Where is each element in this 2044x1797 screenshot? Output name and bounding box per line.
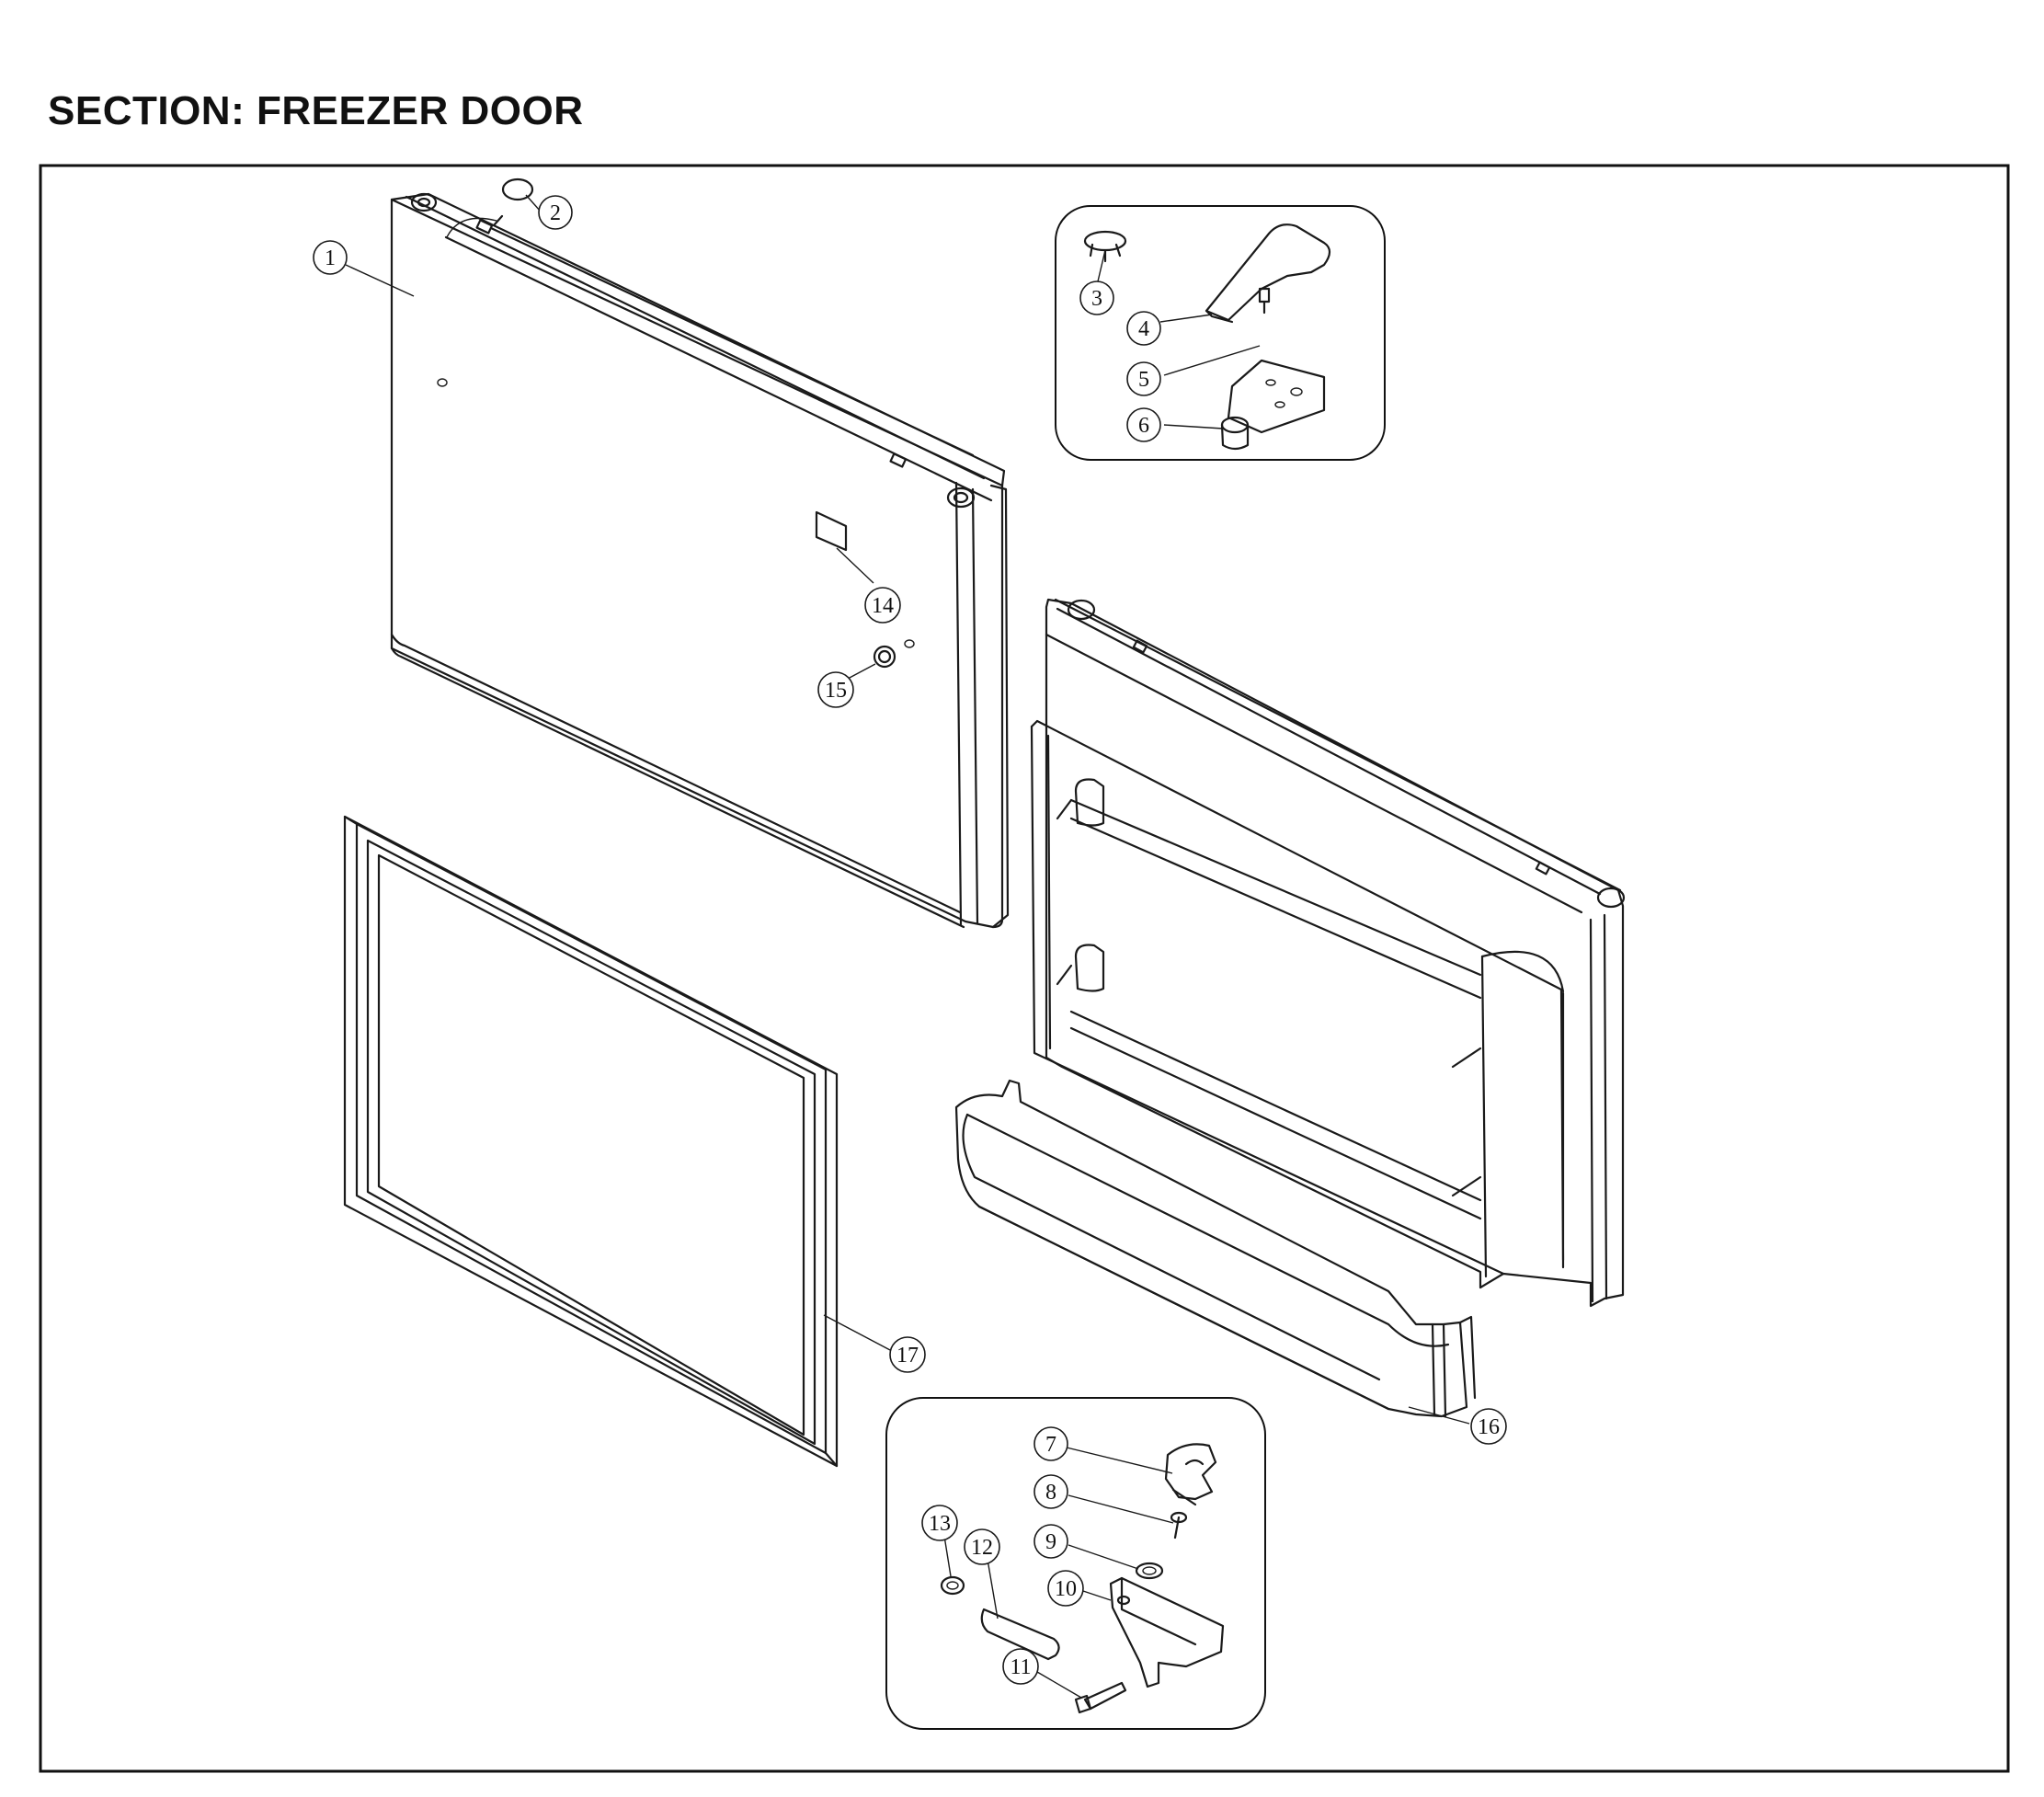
svg-text:8: 8 bbox=[1045, 1481, 1056, 1505]
inset-hinge-bottom bbox=[885, 1397, 1266, 1730]
svg-text:5: 5 bbox=[1138, 368, 1149, 392]
callout-8: 8 bbox=[1033, 1474, 1068, 1509]
svg-text:10: 10 bbox=[1055, 1577, 1077, 1601]
svg-text:17: 17 bbox=[896, 1344, 919, 1368]
svg-text:12: 12 bbox=[971, 1536, 993, 1560]
callout-7: 7 bbox=[1033, 1426, 1068, 1461]
section-title: SECTION: FREEZER DOOR bbox=[48, 88, 584, 133]
callout-3: 3 bbox=[1079, 280, 1114, 315]
callout-9: 9 bbox=[1033, 1524, 1068, 1559]
svg-text:15: 15 bbox=[825, 679, 847, 703]
callout-5: 5 bbox=[1126, 361, 1161, 396]
diagram-frame bbox=[39, 164, 2010, 1773]
callout-6: 6 bbox=[1126, 407, 1161, 442]
svg-text:14: 14 bbox=[872, 594, 894, 618]
svg-text:4: 4 bbox=[1138, 317, 1149, 341]
svg-text:1: 1 bbox=[325, 246, 336, 270]
leader-lines bbox=[345, 194, 1470, 1699]
part-door-outer-panel bbox=[390, 192, 1010, 929]
part-inner-door-liner bbox=[1030, 598, 1626, 1308]
callout-14: 14 bbox=[864, 587, 901, 624]
callout-4: 4 bbox=[1126, 311, 1161, 346]
callout-13: 13 bbox=[921, 1505, 958, 1541]
callout-10: 10 bbox=[1047, 1570, 1084, 1607]
svg-text:3: 3 bbox=[1091, 287, 1102, 311]
inset-hinge-top bbox=[1055, 205, 1386, 461]
callout-1: 1 bbox=[313, 240, 348, 275]
part-door-gasket bbox=[343, 815, 839, 1468]
svg-text:2: 2 bbox=[550, 201, 561, 225]
svg-text:9: 9 bbox=[1045, 1530, 1056, 1554]
callout-2: 2 bbox=[538, 195, 573, 230]
callout-16: 16 bbox=[1470, 1408, 1507, 1445]
callout-15: 15 bbox=[817, 671, 854, 708]
callout-17: 17 bbox=[889, 1336, 926, 1373]
callout-11: 11 bbox=[1002, 1648, 1039, 1685]
svg-text:6: 6 bbox=[1138, 414, 1149, 438]
svg-text:13: 13 bbox=[929, 1512, 951, 1536]
callout-12: 12 bbox=[964, 1528, 1000, 1565]
svg-text:16: 16 bbox=[1478, 1415, 1500, 1439]
part-cap-2 bbox=[501, 177, 534, 201]
svg-text:7: 7 bbox=[1045, 1433, 1056, 1457]
part-door-bin bbox=[954, 1079, 1477, 1418]
svg-text:11: 11 bbox=[1010, 1655, 1031, 1679]
